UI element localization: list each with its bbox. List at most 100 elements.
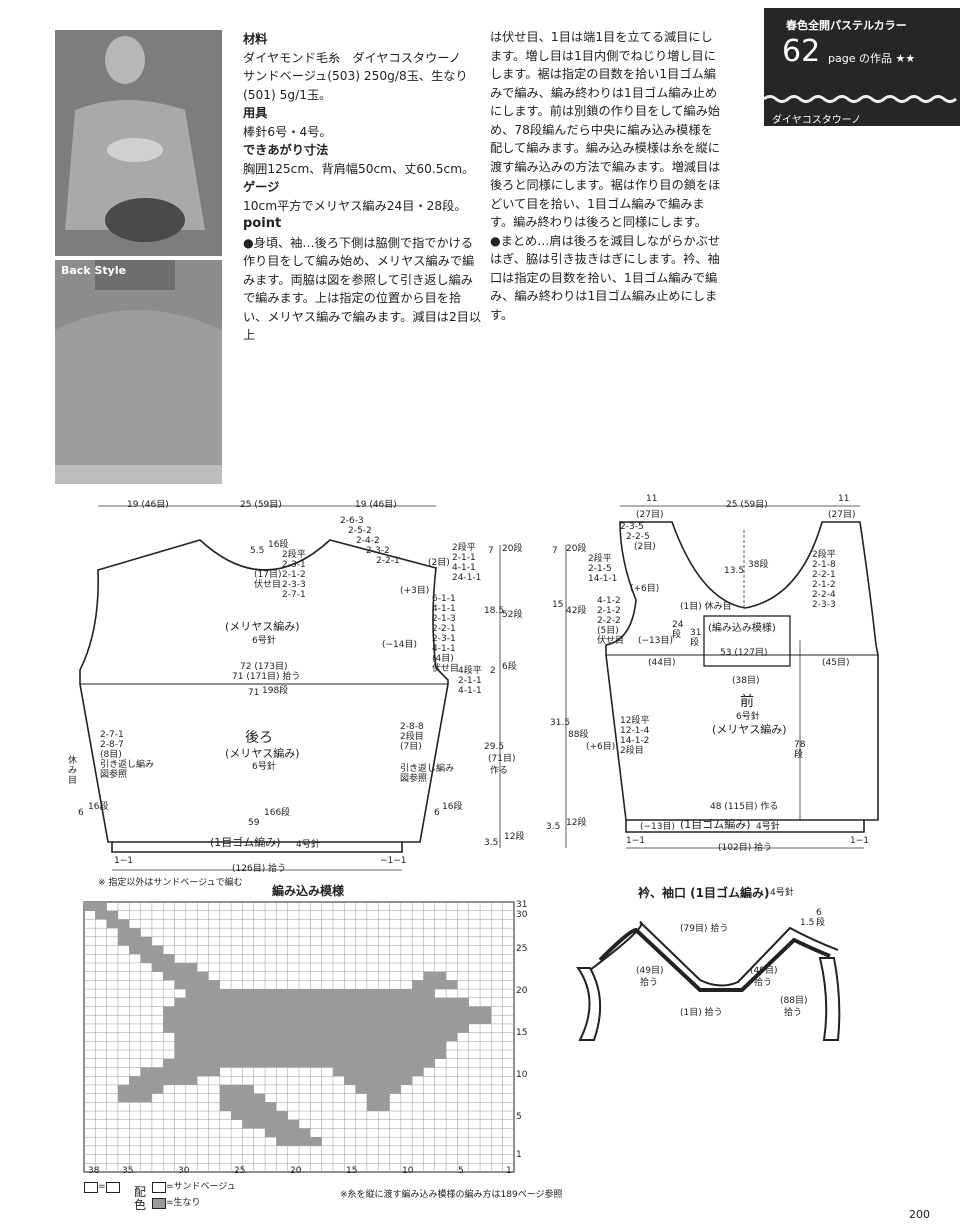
chart-cell-filled [434,980,447,990]
chart-cell-filled [355,1023,367,1033]
instructions-col2: は伏せ目、1目は端1目を立てる減目にします。増し目は1目内側でねじり増し目にしま… [490,28,722,324]
chart-cell-filled [265,1102,277,1112]
chart-cell-filled [140,1084,152,1094]
chart-cell-filled [140,936,152,946]
chart-cell-filled [299,1137,311,1146]
chart-cell-filled [468,1006,481,1016]
yarn-wave-icon [764,95,957,103]
chart-cell-filled [242,1050,254,1059]
chart-cell-filled [231,1015,243,1024]
collar-outline [589,921,839,987]
chart-cell-filled [151,1067,164,1077]
chart-cell-filled [208,997,220,1007]
chart-cell-filled [355,1084,367,1094]
chart-cell-filled [174,1058,186,1068]
chart-cell-filled [457,997,469,1007]
chart-cell-filled [219,1041,232,1051]
chart-cell-filled [253,1111,266,1120]
chart-cell-filled [242,1119,254,1129]
chart-cell-filled [265,1023,277,1033]
chart-cell-filled [151,945,164,955]
chart-cell-filled [129,936,141,946]
chart-cell-filled [344,1015,356,1024]
chart-cell-filled [321,1023,333,1033]
chart-cell-filled [185,997,198,1007]
materials-text: ダイヤモンド毛糸 ダイヤコスタウーノ サンドベージュ(503) 250g/8玉、… [243,50,468,102]
chart-cell-filled [231,1102,243,1112]
chart-cell-filled [321,1050,333,1059]
chart-cell-filled [389,1023,401,1033]
chart-cell-filled [231,997,243,1007]
chart-cell-filled [231,1050,243,1059]
chart-cell-filled [276,1023,288,1033]
chart-cell-filled [276,997,288,1007]
chart-cell-filled [117,1084,130,1094]
chart-cell-filled [378,1050,390,1059]
point-text: ●身頃、袖…後ろ下側は脇側で指でかける作り目をして編み始め、メリヤス編みで編みま… [243,235,482,343]
chart-cell-filled [253,1032,266,1042]
chart-cell-filled [400,989,413,998]
chart-cell-filled [253,997,266,1007]
chart-cell-filled [208,1050,220,1059]
instructions-continued: は伏せ目、1目は端1目を立てる減目にします。増し目は1目内側でねじり増し目にしま… [490,30,721,229]
chart-cell-filled [242,1041,254,1051]
chart-cell-filled [219,997,232,1007]
chart-cell-filled [412,1041,424,1051]
chart-cell-filled [457,1006,469,1016]
chart-cell-filled [174,1006,186,1016]
chart-cell-filled [197,1032,209,1042]
chart-cell-filled [163,1067,175,1077]
chart-cell-filled [174,997,186,1007]
chart-cell-filled [412,1058,424,1068]
chart-cell-filled [140,1076,152,1085]
chart-cell-filled [242,1006,254,1016]
chart-cell-filled [265,1058,277,1068]
chart-cell-filled [242,1102,254,1112]
chart-cell-filled [378,1015,390,1024]
chart-cell-filled [242,1015,254,1024]
chart-cell-filled [231,1006,243,1016]
chart-cell-filled [163,954,175,963]
chart-cell-filled [276,1119,288,1129]
chart-cell-filled [400,1058,413,1068]
chart-cell-filled [265,1032,277,1042]
chart-cell-filled [389,1050,401,1059]
size-text: 胸囲125cm、背肩幅50cm、丈60.5cm。 [243,161,475,176]
chart-cell-filled [276,1015,288,1024]
chart-cell-filled [174,1032,186,1042]
chart-cell-filled [446,1032,458,1042]
chart-cell-filled [117,1093,130,1103]
chart-cell-filled [423,1058,435,1068]
chart-cell-filled [276,1041,288,1051]
chart-cell-filled [332,1050,345,1059]
chart-cell-filled [219,989,232,998]
chart-cell-filled [185,971,198,981]
chart-cell-filled [253,1041,266,1051]
photo-front-model [55,30,222,256]
chart-cell-filled [208,1015,220,1024]
chart-cell-filled [468,1015,481,1024]
chart-cell-filled [287,1119,299,1129]
chart-cell-filled [366,1093,379,1103]
chart-cell-filled [265,997,277,1007]
chart-cell-filled [151,954,164,963]
chart-cell-filled [174,1041,186,1051]
chart-cell-filled [355,1076,367,1085]
chart-cell-filled [332,989,345,998]
chart-cell-filled [400,1015,413,1024]
chart-cell-filled [389,1084,401,1094]
chart-cell-filled [480,1015,492,1024]
chart-cell-filled [106,910,118,920]
chart-cell-filled [231,1093,243,1103]
chart-cell-filled [197,980,209,990]
chart-cell-filled [151,1084,164,1094]
chart-cell-filled [265,1128,277,1138]
chart-cell-filled [231,1041,243,1051]
chart-cell-filled [163,971,175,981]
chart-cell-filled [117,919,130,929]
photo-label: Back Style [61,264,127,277]
chart-cell-filled [174,1076,186,1085]
chart-cell-filled [310,1041,322,1051]
chart-cell-filled [265,1119,277,1129]
chart-cell-filled [253,989,266,998]
